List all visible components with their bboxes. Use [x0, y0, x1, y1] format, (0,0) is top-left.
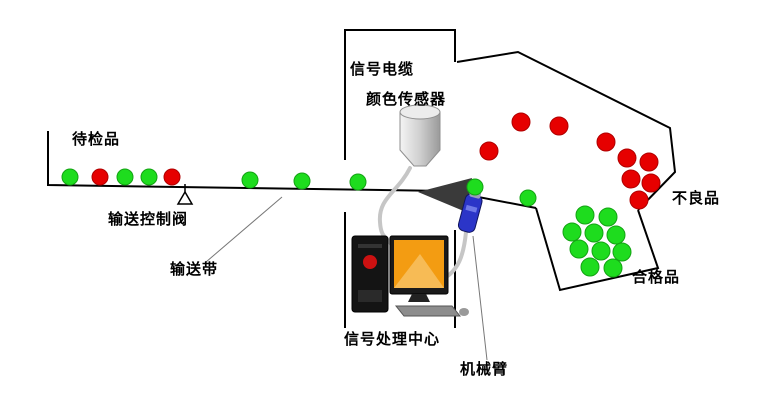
- ball-green: [140, 168, 158, 186]
- sensor-cone: [418, 178, 472, 212]
- balls-layer: [61, 112, 661, 278]
- ball-green: [584, 223, 604, 243]
- robot-arm-band: [465, 204, 478, 213]
- computer-tower-light: [363, 255, 377, 269]
- ball-green: [598, 207, 618, 227]
- valve-marker: [176, 184, 194, 205]
- sensor-top: [399, 104, 441, 120]
- ball-red: [511, 112, 531, 132]
- ball-green: [569, 239, 589, 259]
- monitor-stand: [408, 294, 430, 302]
- computer-screen-glow: [394, 254, 444, 288]
- defective-chamber-outline: [456, 50, 677, 211]
- ball-green: [606, 225, 626, 245]
- label-signal-center: 信号处理中心: [344, 331, 441, 348]
- computer: [351, 235, 469, 317]
- computer-tower-drive: [358, 244, 382, 248]
- label-defective: 不良品: [672, 190, 721, 207]
- label-robot-arm: 机械臂: [460, 361, 509, 378]
- ball-green: [575, 205, 595, 225]
- ball-red: [549, 116, 569, 136]
- label-qualified: 合格品: [632, 269, 681, 286]
- ball-red: [641, 173, 661, 193]
- ball-red: [479, 141, 499, 161]
- ball-green: [603, 258, 623, 278]
- leader-lines: [205, 196, 488, 361]
- ball-red: [596, 132, 616, 152]
- ball-red: [91, 168, 109, 186]
- ball-green: [466, 178, 484, 196]
- label-color-sensor: 颜色传感器: [366, 91, 447, 108]
- ball-green: [562, 222, 582, 242]
- ball-green: [61, 168, 79, 186]
- label-signal-cable: 信号电缆: [350, 61, 415, 78]
- computer-keyboard: [394, 305, 462, 317]
- ball-green: [612, 242, 632, 262]
- ball-green: [519, 189, 537, 207]
- ball-green: [580, 257, 600, 277]
- signal-cable-sensor-to-computer: [377, 166, 412, 248]
- ball-green: [293, 172, 311, 190]
- ball-green: [116, 168, 134, 186]
- qualified-bin-outline: [535, 207, 660, 292]
- label-conveyor-valve: 输送控制阀: [108, 211, 189, 228]
- leader-line-arm: [472, 235, 488, 361]
- ball-red: [639, 152, 659, 172]
- sensor-body: [399, 111, 441, 167]
- ball-red: [629, 190, 649, 210]
- label-conveyor-belt: 输送带: [170, 261, 219, 278]
- ball-red: [621, 169, 641, 189]
- ball-red: [163, 168, 181, 186]
- color-sensor: [399, 104, 472, 212]
- ball-green: [241, 171, 259, 189]
- ball-green: [349, 173, 367, 191]
- computer-mouse: [459, 308, 469, 316]
- label-pending-items: 待检品: [72, 131, 121, 148]
- leader-line-belt: [205, 196, 283, 263]
- computer-tower-vent: [358, 290, 382, 302]
- ball-green: [591, 241, 611, 261]
- ball-red: [617, 148, 637, 168]
